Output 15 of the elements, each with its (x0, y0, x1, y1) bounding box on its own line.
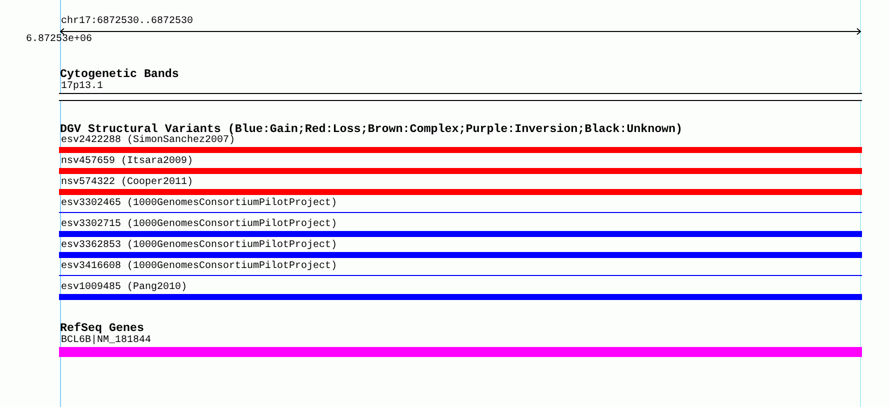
variant-label: esv1009485 (Pang2010) (61, 282, 188, 294)
variant-label: esv3302465 (1000GenomesConsortiumPilotProject) (61, 198, 338, 210)
variant-label: nsv574322 (Cooper2011) (61, 176, 194, 188)
track-title: DGV Structural Variants (Blue:Gain;Red:Loss;Brown:Complex;Purple:Inversion;Black:Unknown) (60, 122, 683, 136)
gene-label: BCL6B|NM_181844 (61, 334, 152, 346)
track-title: Cytogenetic Bands (60, 66, 179, 80)
track-title: RefSeq Genes (60, 321, 144, 335)
variant-label: esv3302715 (1000GenomesConsortiumPilotProject) (61, 218, 338, 230)
variant-label: nsv457659 (Itsara2009) (61, 156, 194, 168)
variant-label: esv3416608 (1000GenomesConsortiumPilotProject) (61, 260, 338, 272)
coordinate-range-label: chr17:6872530..6872530 (61, 16, 194, 28)
band-label: 17p13.1 (61, 81, 104, 93)
variant-label: esv3362853 (1000GenomesConsortiumPilotProject) (61, 240, 338, 252)
scale-tick-label: 6.87253e+06 (26, 34, 92, 46)
variant-label: esv2422288 (SimonSanchez2007) (61, 134, 236, 146)
